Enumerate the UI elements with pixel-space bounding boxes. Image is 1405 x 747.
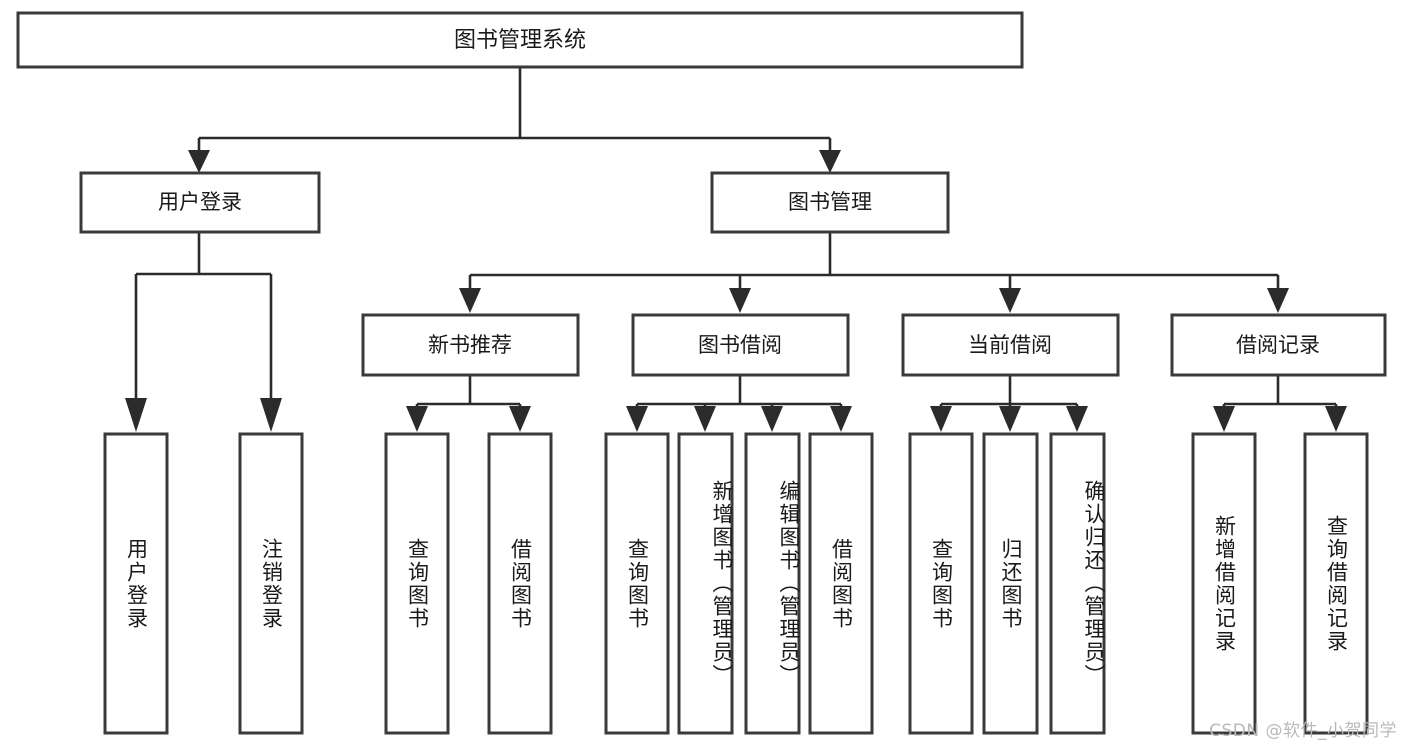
leaf-query-book-2-box[interactable] xyxy=(604,432,670,735)
leaf-confirm-return-box[interactable] xyxy=(1049,432,1106,735)
node-borrow-record-label: 借阅记录 xyxy=(1236,333,1320,357)
leaf-borrow-book-2-box[interactable] xyxy=(808,432,874,735)
arrowhead-leaf-user-login xyxy=(125,398,147,432)
leaf-add-record-box[interactable] xyxy=(1191,432,1257,735)
arrowhead-current-borrow xyxy=(999,288,1021,313)
node-current-borrow-box[interactable] xyxy=(901,313,1120,377)
node-new-book-recommend-box[interactable] xyxy=(361,313,580,377)
node-title-box[interactable] xyxy=(16,11,1024,69)
leaf-borrow-book-1-box[interactable] xyxy=(487,432,553,735)
arrowhead-leaf-logout xyxy=(260,398,282,432)
node-book-management-label: 图书管理 xyxy=(788,190,872,214)
leaf-query-book-1-box[interactable] xyxy=(384,432,450,735)
node-user-login-label: 用户登录 xyxy=(158,190,242,214)
leaf-logout-box[interactable] xyxy=(238,432,304,735)
arrowhead-leaf-borrow-book-1 xyxy=(509,406,531,432)
leaf-add-book-box[interactable] xyxy=(677,432,734,735)
arrowhead-leaf-query-book-2 xyxy=(626,406,648,432)
arrowhead-leaf-query-book-1 xyxy=(406,406,428,432)
node-user-login-box[interactable] xyxy=(79,171,321,234)
arrowhead-book-borrow xyxy=(729,288,751,313)
watermark-text: CSDN @软件_小贺同学 xyxy=(1209,721,1397,741)
node-book-management-box[interactable] xyxy=(710,171,950,234)
node-new-book-recommend-label: 新书推荐 xyxy=(428,333,512,357)
node-book-borrow-label: 图书借阅 xyxy=(698,333,782,357)
arrowhead-book-management xyxy=(819,150,841,173)
arrowhead-leaf-add-record xyxy=(1213,406,1235,432)
connectors xyxy=(125,67,1347,432)
arrowhead-leaf-edit-book xyxy=(761,406,783,432)
arrowhead-leaf-query-book-3 xyxy=(930,406,952,432)
leaf-query-book-3-box[interactable] xyxy=(908,432,974,735)
leaf-edit-book-box[interactable] xyxy=(744,432,801,735)
arrowhead-leaf-query-record xyxy=(1325,406,1347,432)
node-current-borrow-label: 当前借阅 xyxy=(968,333,1052,357)
arrowhead-leaf-add-book xyxy=(694,406,716,432)
leaf-user-login-box[interactable] xyxy=(103,432,169,735)
arrowhead-user-login xyxy=(188,150,210,173)
leaf-query-record-box[interactable] xyxy=(1303,432,1369,735)
leaf-return-book-box[interactable] xyxy=(982,432,1039,735)
arrowhead-leaf-return-book xyxy=(999,406,1021,432)
node-borrow-record-box[interactable] xyxy=(1170,313,1387,377)
node-book-borrow-box[interactable] xyxy=(631,313,850,377)
arrowhead-borrow-record xyxy=(1267,288,1289,313)
arrowhead-leaf-borrow-book-2 xyxy=(830,406,852,432)
arrowhead-leaf-confirm-return xyxy=(1066,406,1088,432)
arrowhead-new-book-recommend xyxy=(459,288,481,313)
node-title-label: 图书管理系统 xyxy=(454,28,586,53)
